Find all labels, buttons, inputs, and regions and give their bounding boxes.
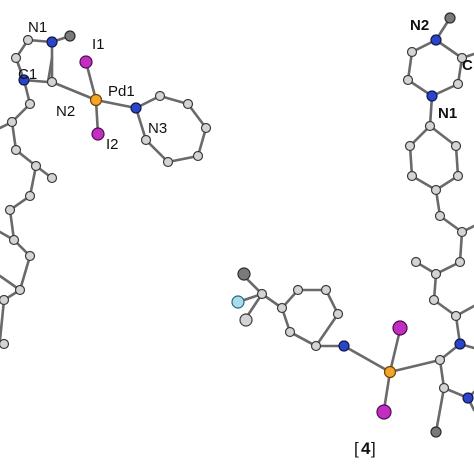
carbon-atom — [10, 52, 22, 64]
atom-label-i2: I2 — [106, 136, 119, 153]
carbon-atom — [456, 226, 468, 238]
carbon-atom — [10, 144, 22, 156]
carbon-atom — [428, 294, 440, 306]
atom-label-n2: N2 — [410, 17, 429, 34]
carbon-atom — [450, 140, 462, 152]
carbon-atom — [410, 256, 422, 268]
nitrogen-atom — [454, 338, 466, 350]
caption-open-bracket: [ — [354, 439, 359, 458]
iodine-atom-i1 — [79, 55, 93, 69]
carbon-atom — [292, 284, 304, 296]
carbon-atom — [162, 156, 174, 168]
palladium-atom — [383, 365, 397, 379]
nitrogen-atom-n3 — [130, 102, 142, 114]
iodine-atom-i2 — [91, 127, 105, 141]
atom-label-c1: C1 — [18, 66, 37, 83]
carbon-atom — [140, 134, 152, 146]
carbon-atom — [452, 170, 464, 182]
carbon-atom — [404, 140, 416, 152]
caption-compound-number: 4 — [361, 439, 371, 458]
carbon-atom — [402, 74, 414, 86]
methyl-atom — [64, 30, 76, 42]
carbon-atom — [46, 172, 58, 184]
iodine-atom — [376, 404, 392, 420]
carbon-atom — [438, 382, 450, 394]
left-labels: N1 C1 N2 I1 Pd1 I2 N3 — [18, 19, 167, 153]
carbon-atom — [450, 310, 462, 322]
atom-label-n1: N1 — [438, 105, 457, 122]
right-labels: N2 N1 C — [410, 17, 473, 122]
left-molecule: N1 C1 N2 I1 Pd1 I2 N3 — [0, 19, 212, 350]
carbon-atom — [200, 122, 212, 134]
carbon-atom — [434, 354, 446, 366]
compound-caption: [ 4 ] — [354, 439, 376, 458]
carbon-atom — [320, 284, 332, 296]
methyl-atom — [444, 12, 456, 24]
palladium-atom-pd1 — [89, 93, 103, 107]
nitrogen-atom — [462, 392, 474, 404]
carbon-atom — [284, 326, 296, 338]
carbon-atom — [24, 190, 36, 202]
atom-label-n3: N3 — [148, 120, 167, 137]
carbon-atom — [14, 284, 26, 296]
methyl-atom — [430, 426, 442, 438]
carbon-atom — [24, 98, 36, 110]
nitrogen-atom-n1 — [426, 90, 438, 102]
carbon-atom-c1 — [46, 76, 58, 88]
nitrogen-atom-n1 — [46, 36, 58, 48]
carbon-atom — [8, 234, 20, 246]
carbon-atom — [192, 150, 204, 162]
carbon-atom — [332, 308, 344, 320]
carbon-atom — [310, 340, 322, 352]
carbon-atom — [4, 204, 16, 216]
carbon-atom — [454, 256, 466, 268]
carbon-atom — [430, 268, 442, 280]
atom-label-c-partial: C — [462, 57, 473, 74]
carbon-atom — [24, 250, 36, 262]
carbon-atom — [154, 90, 166, 102]
fluorine-atom-light — [239, 313, 253, 327]
carbon-atom — [406, 170, 418, 182]
nitrogen-atom-n2 — [18, 74, 30, 86]
right-molecule: N2 N1 C [ 4 ] — [231, 12, 474, 458]
fluorine-atom-dark — [237, 267, 251, 281]
atom-label-n2: N2 — [56, 103, 75, 120]
carbon-atom — [434, 210, 446, 222]
fluorine-atom — [231, 295, 245, 309]
atom-label-i1: I1 — [92, 36, 105, 53]
carbon-atom — [424, 120, 436, 132]
carbon-atom — [22, 34, 34, 46]
atom-label-n1: N1 — [28, 19, 47, 36]
carbon-atom — [276, 302, 288, 314]
left-atoms — [0, 30, 212, 350]
carbon-atom — [182, 98, 194, 110]
carbon-atom — [256, 288, 268, 300]
caption-close-bracket: ] — [371, 439, 376, 458]
nitrogen-atom-n2 — [430, 34, 442, 46]
right-bonds — [236, 16, 474, 434]
carbon-atom — [430, 184, 442, 196]
carbon-atom — [406, 46, 418, 58]
right-atoms — [231, 12, 474, 438]
carbon-atom — [456, 52, 468, 64]
carbon-atom — [452, 78, 464, 90]
carbon-atom — [0, 294, 10, 306]
iodine-atom — [392, 320, 408, 336]
carbon-atom — [0, 338, 10, 350]
atom-label-pd1: Pd1 — [108, 83, 135, 100]
carbon-atom — [6, 116, 18, 128]
nitrogen-atom — [338, 340, 350, 352]
carbon-atom — [30, 160, 42, 172]
